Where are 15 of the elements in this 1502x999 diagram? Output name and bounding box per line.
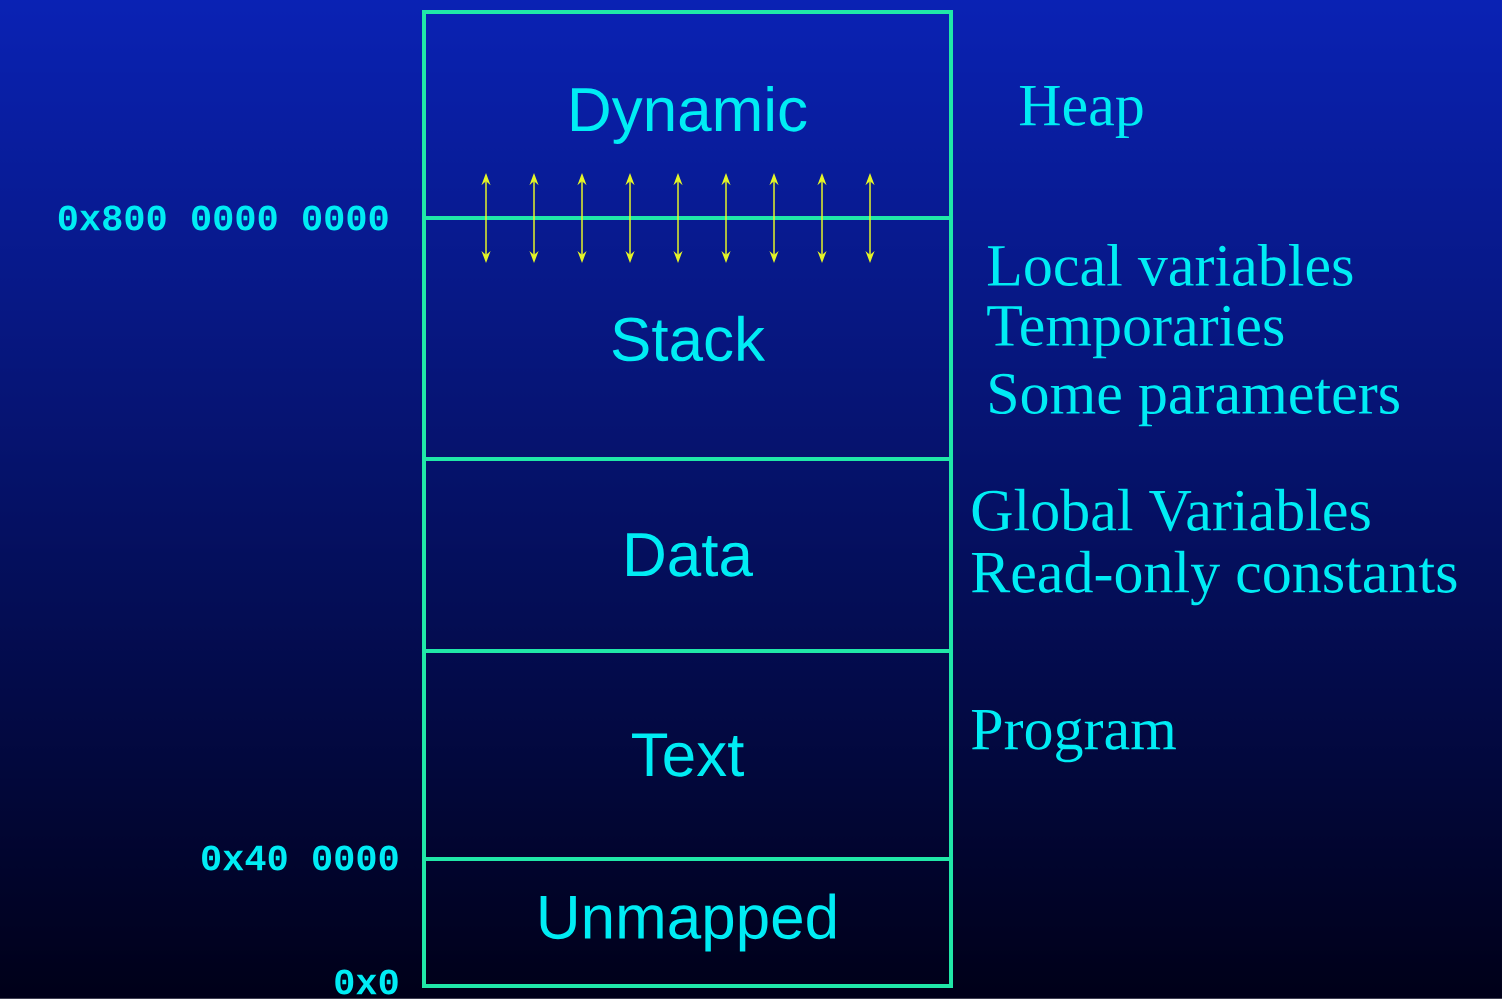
annotation-text: Temporaries: [987, 305, 1284, 359]
memory-segment-box: Stack: [422, 216, 953, 461]
annotation-text: Read-only constants: [971, 550, 1457, 606]
memory-segment-box: Dynamic: [422, 10, 953, 220]
annotation-text: Heap: [1019, 85, 1143, 139]
annotation-text: Program: [971, 709, 1176, 763]
annotation-text: Some parameters: [990, 373, 1399, 427]
address-label: 0x0: [335, 969, 398, 995]
address-label: 0x800 0000 0000: [58, 205, 388, 231]
address-label: 0x40 0000: [202, 845, 398, 871]
memory-segment-box: Text: [422, 649, 953, 861]
annotation-text: Global Variables: [972, 488, 1370, 532]
annotation-text: Local variables: [987, 243, 1353, 287]
memory-segment-box: Unmapped: [422, 857, 953, 988]
memory-segment-box: Data: [422, 457, 953, 653]
